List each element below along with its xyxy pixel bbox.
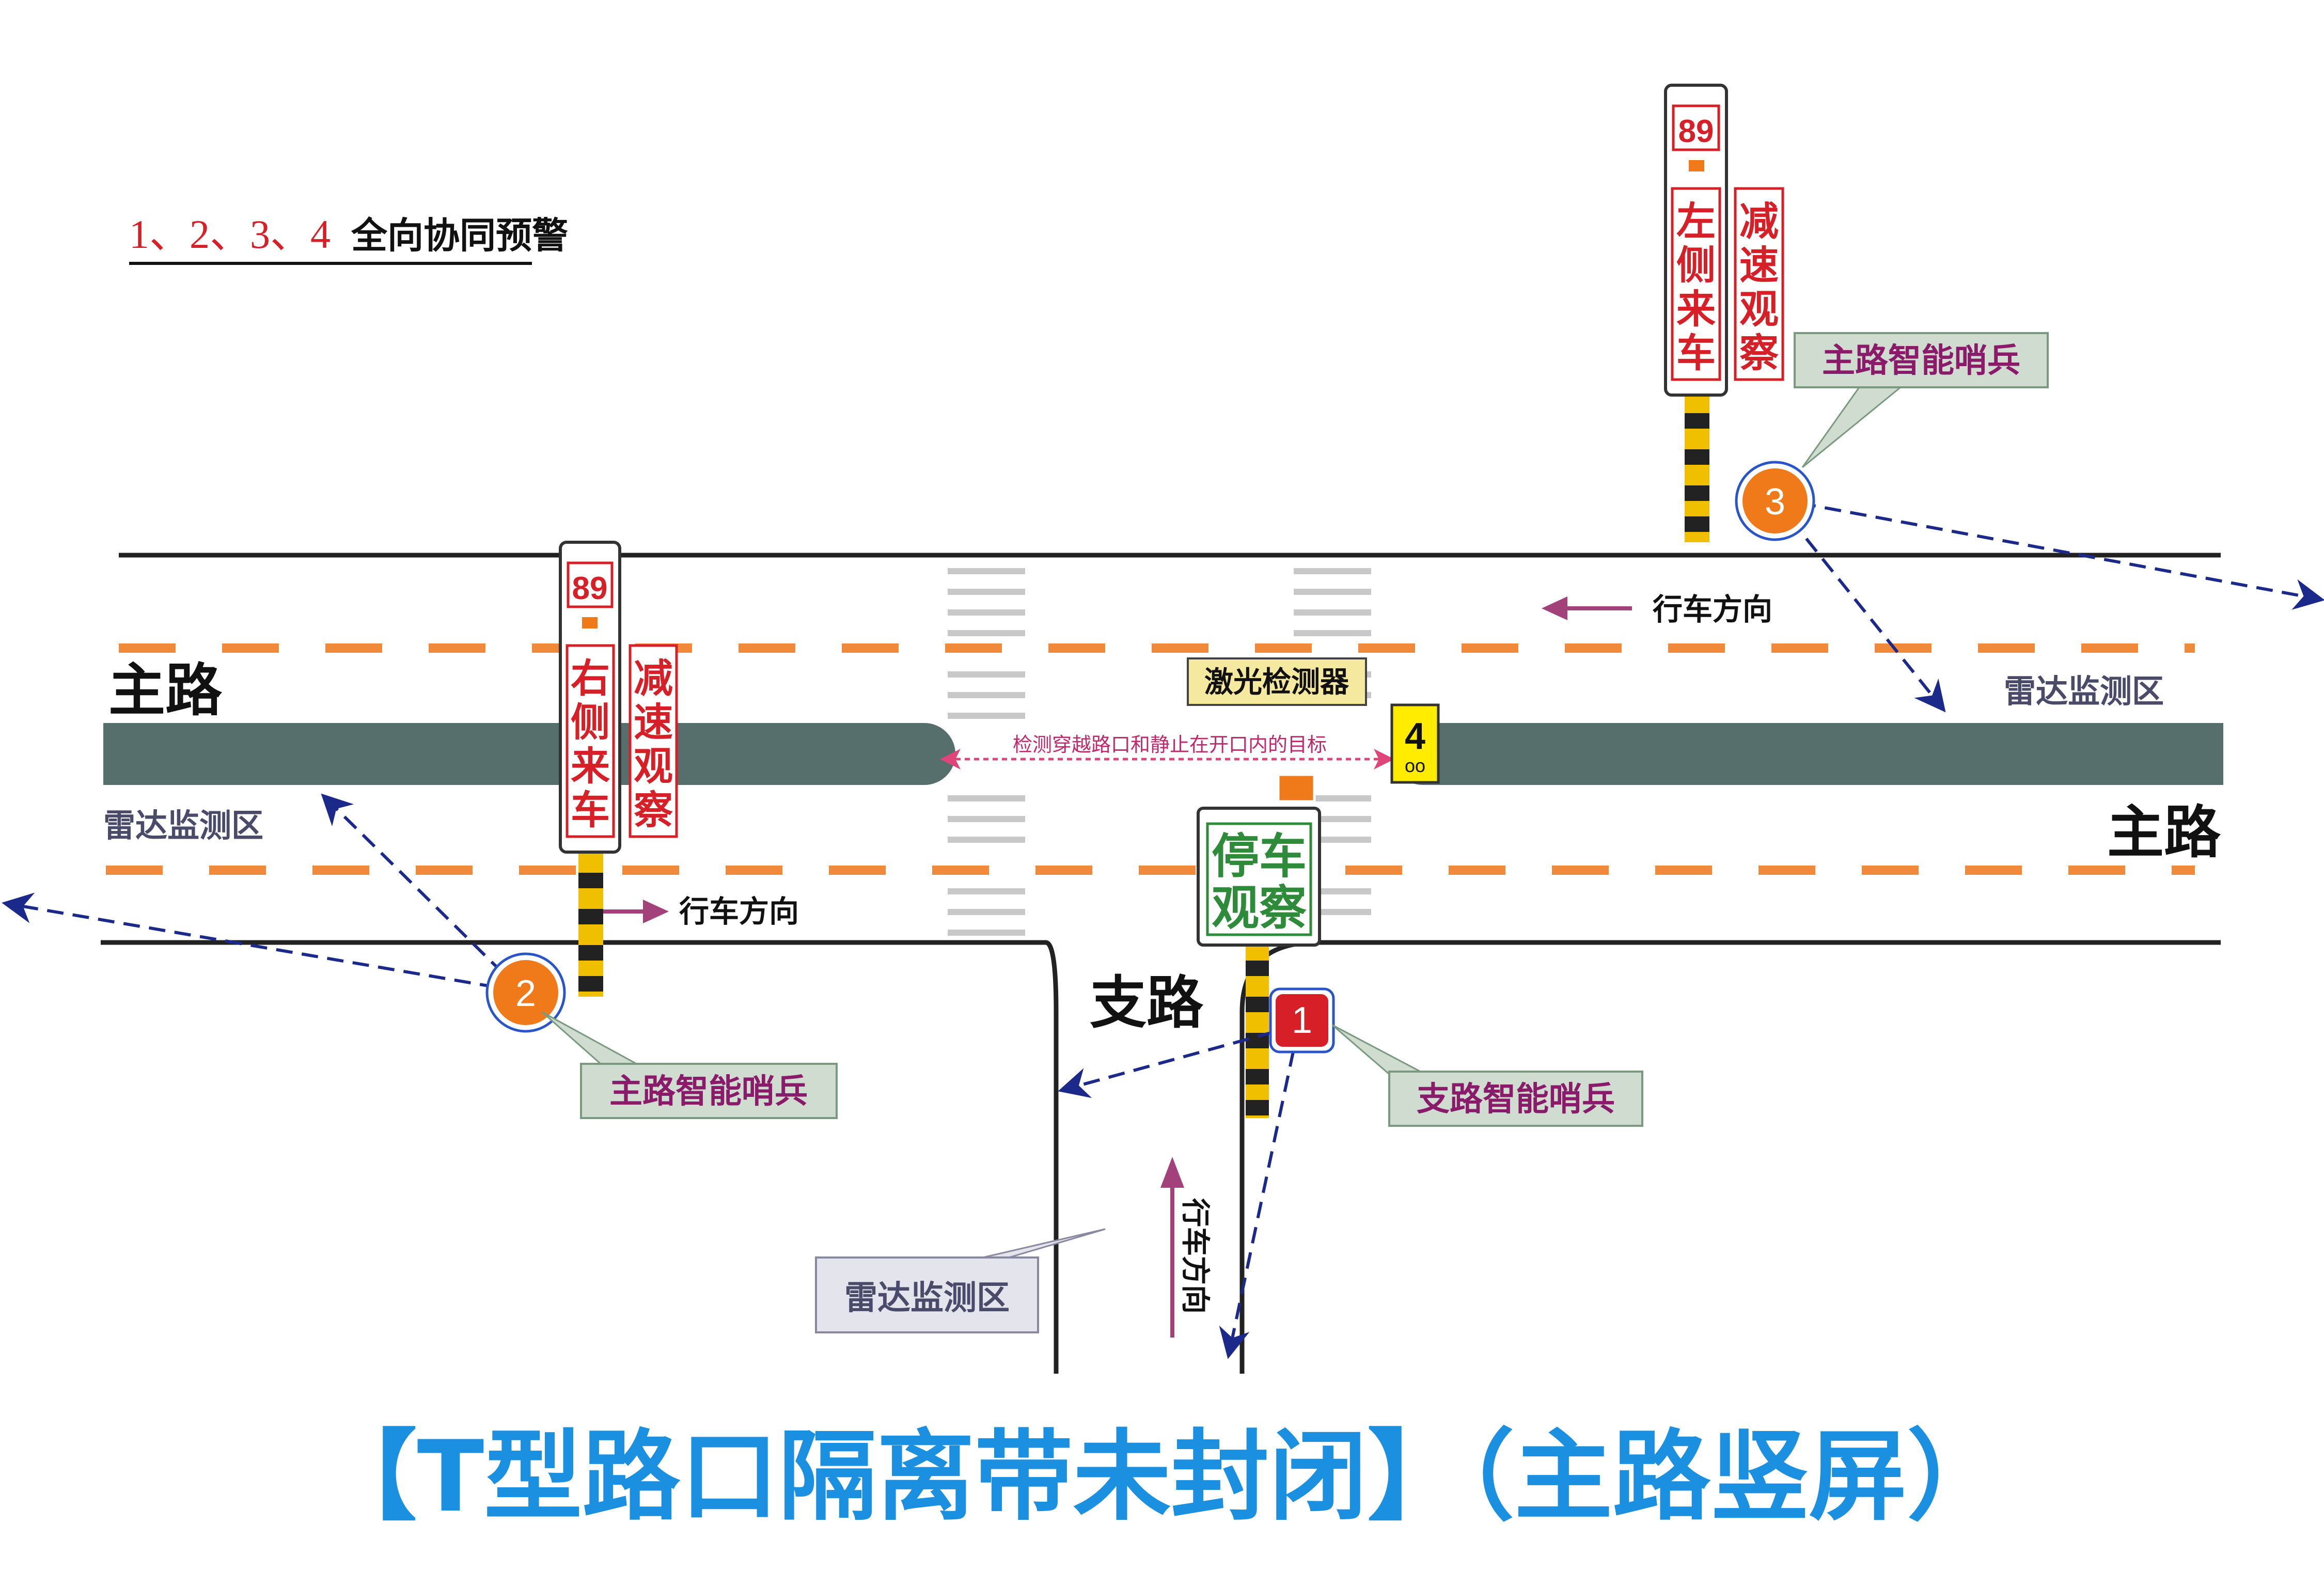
sign-left-speed: 89 <box>572 571 608 606</box>
svg-text:右: 右 <box>571 655 610 701</box>
direction-lower-label: 行车方向 <box>679 894 799 929</box>
laser-dots: oo <box>1405 755 1425 776</box>
main-road-label-right: 主路 <box>2107 799 2221 866</box>
laser-note: 检测穿越路口和静止在开口内的目标 <box>1013 733 1327 756</box>
ray-s1-down <box>1219 1025 1300 1359</box>
sentinel-3: 3 <box>1735 461 1815 541</box>
median-left <box>103 723 955 785</box>
sign-branch: 停车 观察 <box>1197 773 1321 1118</box>
crosswalk-left <box>948 568 1025 936</box>
ray-s3-right <box>1773 497 2324 610</box>
direction-branch: 行车方向 <box>1160 1157 1212 1338</box>
svg-text:察: 察 <box>634 787 673 833</box>
ray-s2-upleft <box>321 793 523 993</box>
svg-text:来: 来 <box>1676 286 1716 332</box>
sign-right: 89 左 侧 来 车 减 速 观 察 <box>1664 84 1784 542</box>
radar-zone-right: 雷达监测区 <box>2004 672 2164 710</box>
sign-right-speed: 89 <box>1678 114 1714 149</box>
sentinel-3-number: 3 <box>1765 481 1785 523</box>
svg-text:减: 减 <box>1739 198 1779 244</box>
svg-text:侧: 侧 <box>571 699 610 745</box>
sign-left: 89 右 侧 来 车 减 速 观 察 <box>559 541 678 997</box>
main-road-label-left: 主路 <box>108 657 223 724</box>
sentinel-1: 1 <box>1269 987 1335 1054</box>
callout-sentinel-3: 主路智能哨兵 <box>1794 332 2049 468</box>
page-title: 【T型路口隔离带未封闭】（主路竖屏） <box>319 1420 2005 1534</box>
sentinel-2-number: 2 <box>515 973 536 1014</box>
callout-sentinel-2-label: 主路智能哨兵 <box>609 1073 808 1111</box>
svg-text:车: 车 <box>571 787 610 833</box>
svg-text:速: 速 <box>634 699 673 745</box>
svg-text:车: 车 <box>1676 330 1716 376</box>
sign-branch-line1: 停车 <box>1212 829 1307 884</box>
svg-text:侧: 侧 <box>1676 242 1716 288</box>
svg-text:左: 左 <box>1676 198 1716 244</box>
sentinel-1-number: 1 <box>1292 1000 1312 1041</box>
radar-zone-left: 雷达监测区 <box>103 807 263 844</box>
direction-lower: 行车方向 <box>594 894 799 929</box>
ray-s2-left <box>2 892 522 993</box>
laser-detector: 激光检测器 4 oo <box>1187 657 1440 784</box>
direction-upper-label: 行车方向 <box>1653 592 1772 627</box>
svg-text:速: 速 <box>1739 242 1779 288</box>
laser-label: 激光检测器 <box>1204 666 1349 699</box>
direction-upper: 行车方向 <box>1542 592 1772 627</box>
ray-s3-down <box>1772 497 1946 713</box>
ray-s1-left <box>1058 1024 1299 1098</box>
callout-sentinel-1: 支路智能哨兵 <box>1332 1024 1643 1127</box>
radar-zone-branch: 雷达监测区 <box>844 1279 1010 1317</box>
svg-text:减: 减 <box>634 655 673 701</box>
svg-text:观: 观 <box>634 743 673 789</box>
branch-road-label: 支路 <box>1090 970 1204 1036</box>
sentinel-2: 2 <box>485 952 566 1033</box>
svg-text:察: 察 <box>1739 330 1779 376</box>
callout-sentinel-1-label: 支路智能哨兵 <box>1417 1080 1615 1119</box>
laser-number: 4 <box>1405 716 1425 757</box>
callout-sentinel-2: 主路智能哨兵 <box>542 1011 838 1119</box>
radar-rays <box>2 497 2324 1359</box>
sign-branch-line2: 观察 <box>1212 881 1307 936</box>
svg-text:来: 来 <box>571 743 610 789</box>
branch-road-left-edge <box>1045 940 1059 1374</box>
legend: 1、2、3、4 全向协同预警 <box>129 212 568 265</box>
callout-sentinel-3-label: 主路智能哨兵 <box>1822 342 2020 380</box>
svg-text:观: 观 <box>1739 286 1779 332</box>
direction-branch-label: 行车方向 <box>1178 1198 1212 1314</box>
legend-numbers: 1、2、3、4 <box>129 212 331 257</box>
median-right <box>1392 723 2223 785</box>
callout-radar-branch: 雷达监测区 <box>815 1228 1106 1333</box>
legend-label: 全向协同预警 <box>351 214 568 257</box>
